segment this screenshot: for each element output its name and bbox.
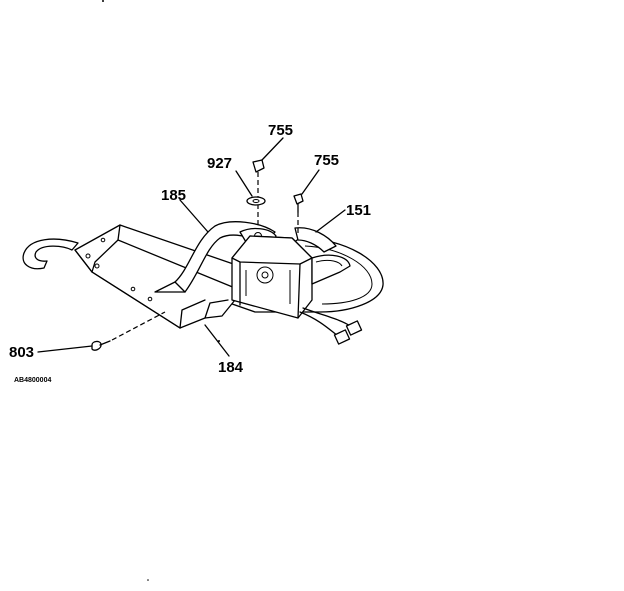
motor-151 xyxy=(231,227,351,319)
callout-927: 927 xyxy=(207,155,232,172)
callout-803: 803 xyxy=(9,344,34,361)
screw-755-top xyxy=(252,159,265,228)
hook-part xyxy=(22,238,79,270)
callout-755-right: 755 xyxy=(314,152,339,169)
speck-mark xyxy=(102,0,104,2)
leader-lines xyxy=(37,137,346,357)
callout-185: 185 xyxy=(161,187,186,204)
drawing-code: AB4800004 xyxy=(14,377,51,384)
screw-755-right xyxy=(293,193,304,236)
speck-mark xyxy=(147,579,149,581)
washer-927 xyxy=(246,196,266,206)
bracket-184 xyxy=(74,224,246,329)
callout-151: 151 xyxy=(346,202,371,219)
wire-harness xyxy=(299,307,363,345)
callout-184: 184 xyxy=(218,359,244,376)
callout-755-top: 755 xyxy=(268,122,293,139)
screw-803 xyxy=(91,311,166,351)
